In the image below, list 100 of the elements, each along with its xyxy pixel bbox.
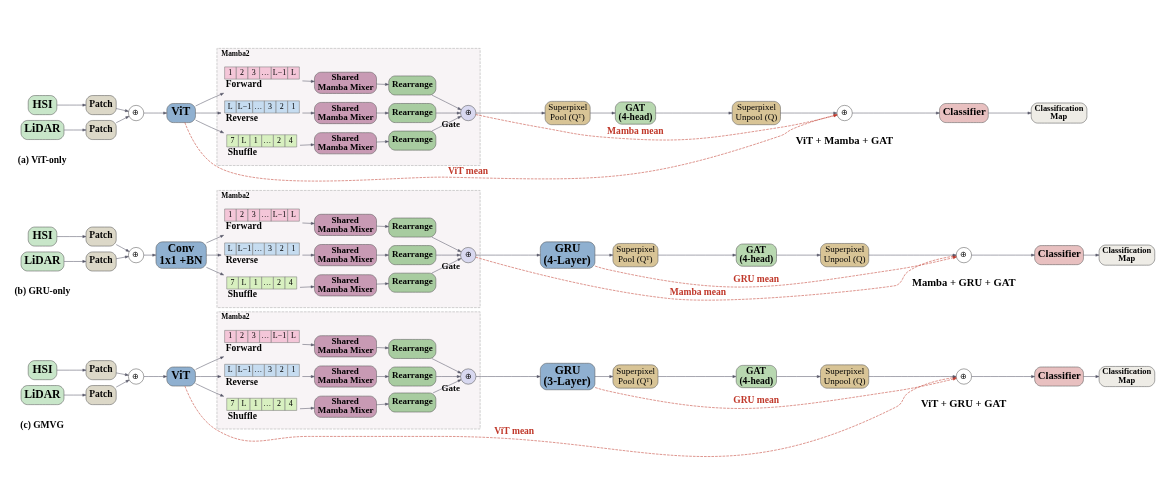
node-box: Superpixel Unpool (Q) (731, 101, 781, 125)
arrow (195, 92, 224, 107)
node-box: HSI (27, 226, 58, 247)
arrow (115, 255, 129, 259)
label: Mamba + GRU + GAT (911, 276, 1016, 288)
arrow (435, 375, 461, 378)
node-circle: ⊕ (460, 105, 477, 121)
arrow (56, 103, 87, 107)
arrow (56, 368, 87, 372)
arrow (776, 375, 821, 378)
arrow (594, 253, 614, 257)
node-box: Rearrange (388, 392, 437, 413)
node-box: GAT (4-head) (615, 101, 656, 125)
arrow (299, 285, 315, 289)
arrow (432, 379, 462, 394)
arrow (195, 119, 224, 134)
node-circle: ⊕ (955, 247, 972, 264)
arrow (657, 375, 737, 378)
arrow (376, 225, 389, 228)
node-label: Gate (441, 382, 460, 393)
arrow (1083, 253, 1100, 257)
node-box: Shared Mamba Mixer (314, 132, 377, 155)
node-circle: ⊕ (460, 368, 477, 385)
arrow (475, 111, 546, 115)
arrow (376, 83, 389, 86)
node-box: Shared Mamba Mixer (314, 71, 377, 94)
node-box: Rearrange (388, 217, 437, 238)
arrow (299, 143, 315, 147)
node-box: Patch (85, 360, 117, 380)
arrow (143, 111, 168, 115)
node-box: Classification Map (1030, 102, 1088, 124)
node-box: Rearrange (388, 130, 437, 151)
arrow (655, 111, 733, 115)
arrow (376, 140, 389, 144)
label: (b) GRU-only (14, 285, 71, 297)
node-box: Shared Mamba Mixer (314, 365, 377, 388)
arrow (115, 379, 130, 388)
arrow (195, 111, 222, 115)
arrow (376, 253, 389, 257)
arrow (971, 375, 1035, 378)
arrow (431, 258, 462, 274)
arrow (143, 375, 168, 378)
node-box: Classifier (939, 103, 989, 123)
arrow (115, 116, 130, 123)
node-box: GAT (4-head) (735, 365, 777, 388)
node-box: Patch (85, 120, 117, 140)
node-circle: ⊕ (955, 368, 972, 385)
arrow (302, 253, 315, 257)
arrow (435, 111, 461, 115)
node-box: Classification Map (1098, 366, 1156, 387)
arrow (302, 111, 315, 115)
arrow (302, 343, 315, 347)
node-box: Shared Mamba Mixer (314, 102, 377, 124)
arrow (431, 358, 462, 374)
arrow (56, 235, 87, 238)
node-box: GAT (4-head) (735, 243, 777, 267)
arrow (302, 79, 315, 83)
node-box: Shared Mamba Mixer (314, 244, 377, 266)
node-box: Shared Mamba Mixer (314, 395, 377, 418)
node-circle: ⊕ (460, 247, 477, 264)
node-box: Shared Mamba Mixer (314, 335, 377, 358)
node-box: LiDAR (20, 385, 65, 405)
node-box: Superpixel Unpool (Q) (820, 364, 869, 389)
node-box: ViT (166, 103, 196, 123)
node-box: GRU (4-Layer) (540, 241, 596, 269)
node-box: Patch (85, 251, 117, 272)
arrow (988, 111, 1032, 115)
node-box: Rearrange (388, 366, 437, 387)
node-box: Superpixel Unpool (Q) (820, 243, 869, 268)
arrow (376, 375, 389, 378)
node-box: Superpixel Pool (Qᵀ) (612, 364, 659, 389)
label: (c) GMVG (20, 418, 64, 430)
arrow (589, 111, 616, 115)
node-box: Classifier (1034, 245, 1084, 265)
arrow (431, 236, 462, 253)
node-box: ViT (166, 366, 196, 387)
node-box: HSI (27, 95, 58, 115)
node-box: LiDAR (20, 120, 65, 140)
arrow (195, 375, 222, 378)
label: ViT + Mamba + GAT (795, 134, 894, 146)
node-box: Superpixel Pool (Qᵀ) (544, 101, 591, 125)
arrow (206, 253, 222, 257)
arrow (594, 375, 614, 378)
node-label: Reverse (225, 254, 258, 266)
arrow (475, 375, 541, 378)
node-box: Patch (85, 226, 117, 247)
arrow (376, 282, 389, 286)
arrow (431, 116, 462, 132)
node-label: Gate (441, 119, 460, 130)
node-box: Shared Mamba Mixer (314, 274, 377, 297)
arrow (657, 253, 737, 257)
arrow (63, 260, 87, 263)
arrow (435, 253, 461, 257)
node-box: Superpixel Pool (Qᵀ) (612, 243, 659, 268)
node-label: Reverse (225, 112, 258, 124)
arrow (143, 253, 157, 257)
arrow (206, 267, 224, 276)
arrow (376, 111, 389, 115)
label: (a) ViT-only (17, 153, 67, 165)
node-box: Rearrange (388, 103, 437, 123)
